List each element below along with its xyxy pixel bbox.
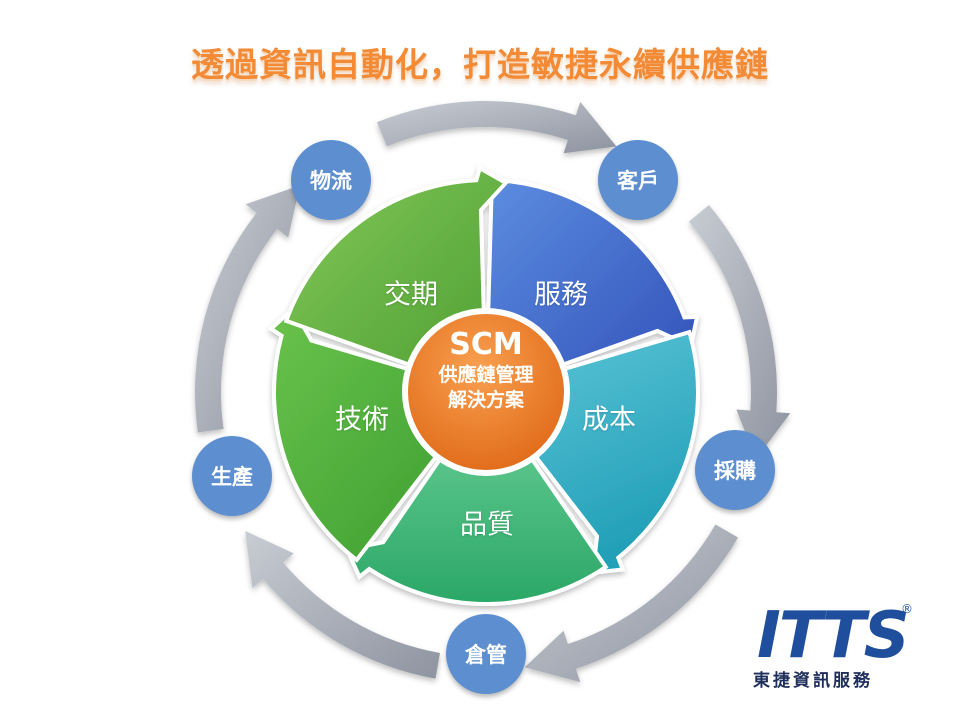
segment-label-delivery: 交期 bbox=[384, 279, 438, 311]
segment-quality bbox=[344, 388, 609, 606]
cycle-arrow-1 bbox=[376, 101, 617, 154]
hub-line1: 供應鏈管理 bbox=[438, 364, 534, 386]
segment-label-cost: 成本 bbox=[582, 404, 636, 436]
segment-label-quality: 品質 bbox=[460, 509, 514, 541]
node-production: 生產 bbox=[192, 436, 272, 516]
hub-text: SCM 供應鏈管理 解決方案 bbox=[423, 327, 549, 413]
hub-line2: 解決方案 bbox=[447, 389, 524, 411]
cycle-arrow-5 bbox=[195, 185, 300, 433]
registered-icon: ® bbox=[901, 602, 913, 616]
segment-technology bbox=[267, 305, 490, 563]
cycle-arrow-2 bbox=[689, 204, 791, 460]
cycle-arrow-4 bbox=[245, 531, 440, 679]
node-customer: 客戶 bbox=[598, 140, 678, 220]
hub-core bbox=[408, 314, 564, 470]
segment-label-technology: 技術 bbox=[335, 404, 389, 436]
hub-abbr: SCM bbox=[449, 327, 523, 362]
node-procurement: 採購 bbox=[695, 430, 775, 510]
segment-label-service: 服務 bbox=[534, 279, 588, 311]
logo-mark: ITTS bbox=[757, 599, 910, 673]
cycle-arrow-3 bbox=[524, 524, 739, 683]
node-warehouse: 倉管 bbox=[446, 614, 526, 694]
itts-logo: ITTS ® 東捷資訊服務 bbox=[745, 602, 925, 692]
logo-subtitle: 東捷資訊服務 bbox=[753, 671, 873, 691]
node-logistics: 物流 bbox=[291, 140, 371, 220]
slide-title: 透過資訊自動化，打造敏捷永續供應鏈 bbox=[191, 45, 769, 84]
